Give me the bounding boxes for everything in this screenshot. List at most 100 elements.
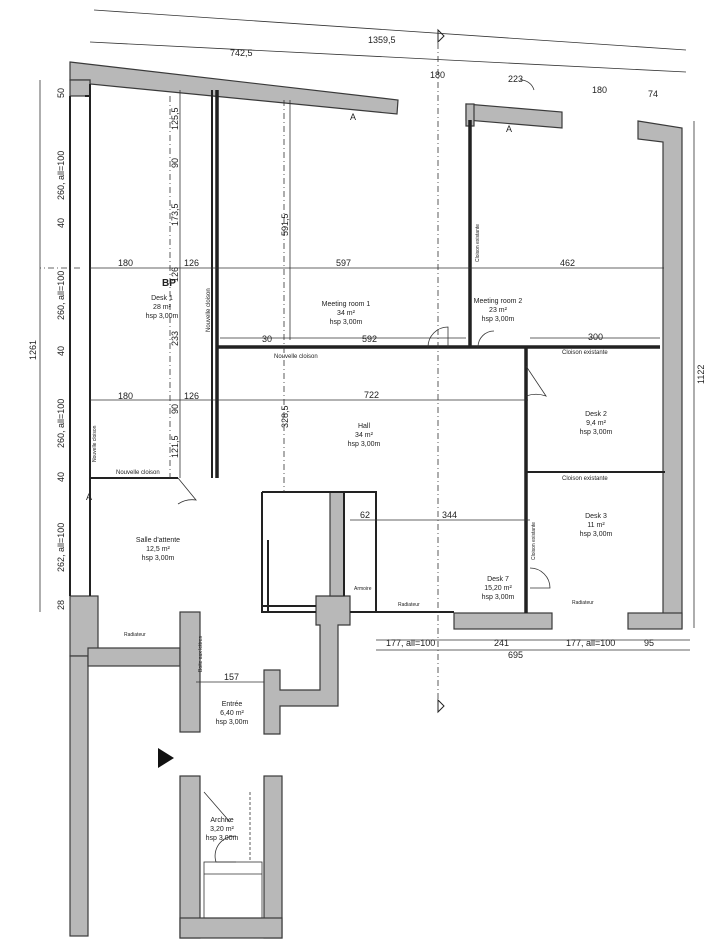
dim-left-40c: 40: [56, 472, 66, 482]
wall-top-left: [69, 61, 399, 115]
radiator-label: Radiateur: [572, 600, 594, 606]
room-name: Salle d'attente: [136, 537, 180, 544]
room-name: Entrée: [222, 701, 243, 708]
label-nouvelle-cloison-left: Nouvelle cloison: [92, 425, 98, 462]
axis-lines: [40, 30, 439, 712]
wall-top-middle: [465, 103, 563, 129]
fixture-labels: Radiateur Radiateur Radiateur Armoire Bo…: [124, 586, 594, 672]
north-arc: [519, 79, 535, 91]
axis-arrow-bottom-icon: [437, 698, 445, 714]
dim-h-180a: 180: [118, 258, 133, 268]
label-nouvelle-cloison-v: Nouvelle cloison: [206, 288, 212, 332]
room-desk-3: Desk 3 11 m² hsp 3,00m: [580, 513, 613, 538]
dim-top-180b: 180: [592, 85, 607, 95]
dim-h-180b: 180: [118, 391, 133, 401]
room-height: hsp 3,00m: [580, 429, 613, 436]
dim-top-74: 74: [648, 89, 658, 99]
room-height: hsp 3,00m: [348, 441, 381, 448]
dim-left-262: 262, all=100: [56, 523, 66, 572]
dim-left-260a: 260, all=100: [56, 151, 66, 200]
section-mark-a2: A: [506, 124, 512, 134]
wall-archive-left: [179, 775, 201, 939]
room-name: Desk 7: [487, 576, 509, 583]
dim-v-121-5: 121,5: [170, 435, 180, 458]
wall-left-lower: [69, 595, 99, 657]
room-area: 9,4 m²: [586, 420, 607, 427]
room-area: 15,20 m²: [484, 585, 512, 592]
armoire-label: Armoire: [354, 586, 372, 592]
room-area: 23 m²: [489, 307, 508, 314]
doors: [177, 326, 551, 919]
door-desk7: [529, 567, 551, 589]
room-name: Desk 2: [585, 411, 607, 418]
dim-left-260b: 260, all=100: [56, 271, 66, 320]
room-height: hsp 3,00m: [142, 555, 175, 562]
door-mr1: [427, 326, 449, 348]
dim-bottom-95: 95: [644, 638, 654, 648]
dim-h-300: 300: [588, 332, 603, 342]
dim-bottom-177b: 177, all=100: [566, 638, 615, 648]
room-salle-attente: Salle d'attente 12,5 m² hsp 3,00m: [136, 537, 180, 562]
room-area: 11 m²: [587, 522, 605, 529]
dim-top-180: 180: [430, 70, 445, 80]
room-name: Archive: [210, 817, 233, 824]
dim-h-62: 62: [360, 510, 370, 520]
room-archive: Archive 3,20 m² hsp 3,00m: [206, 817, 239, 842]
wall-left-corridor: [69, 655, 89, 937]
room-name: Meeting room 2: [474, 298, 523, 305]
label-nouvelle-cloison-h: Nouvelle cloison: [274, 354, 318, 360]
room-area: 28 m²: [153, 304, 172, 311]
door-desk2: [525, 365, 547, 397]
room-name: Desk 1: [151, 295, 173, 302]
section-mark-a1: A: [350, 112, 356, 122]
wall-bottom-right: [627, 612, 683, 630]
radiator-label: Radiateur: [124, 632, 146, 638]
radiator-label: Radiateur: [398, 602, 420, 608]
dim-bottom-241: 241: [494, 638, 509, 648]
wall-storage: [329, 491, 345, 597]
room-area: 6,40 m²: [220, 710, 244, 717]
room-name: Hall: [358, 423, 371, 430]
dim-h-344: 344: [442, 510, 457, 520]
partition-labels: Nouvelle cloison Nouvelle cloison Nouvel…: [92, 224, 608, 560]
dim-v-90a: 90: [170, 158, 180, 168]
room-height: hsp 3,00m: [146, 313, 179, 320]
room-area: 12,5 m²: [146, 546, 170, 553]
wall-bottom-mid: [453, 612, 553, 630]
dim-left-40a: 40: [56, 218, 66, 228]
dim-h-597: 597: [336, 258, 351, 268]
wall-right: [637, 120, 683, 629]
room-height: hsp 3,00m: [206, 835, 239, 842]
room-desk-2: Desk 2 9,4 m² hsp 3,00m: [580, 411, 613, 436]
dim-h-722: 722: [364, 390, 379, 400]
room-height: hsp 3,00m: [330, 319, 363, 326]
section-mark-a3: A: [86, 492, 92, 502]
dimension-lines: [39, 9, 695, 683]
room-name: Desk 3: [585, 513, 607, 520]
room-entree: Entrée 6,40 m² hsp 3,00m: [216, 701, 249, 726]
room-desk-7: Desk 7 15,20 m² hsp 3,00m: [482, 576, 515, 601]
room-name: Meeting room 1: [322, 301, 371, 308]
dim-left-50: 50: [56, 88, 66, 98]
label-cloison-existante-mr2: Cloison existante: [475, 224, 481, 262]
dim-v-125-5: 125,5: [170, 107, 180, 130]
dimension-labels: 1359,5 742,5 180 223 180 74 50 260, all=…: [28, 35, 706, 682]
dim-overall-top: 1359,5: [368, 35, 396, 45]
partitions: [69, 84, 665, 613]
room-hall: Hall 34 m² hsp 3,00m: [348, 423, 381, 448]
dim-overall-right: 1122: [696, 365, 706, 384]
room-height: hsp 3,00m: [482, 594, 515, 601]
dim-top-223: 223: [508, 74, 523, 84]
axis-arrow-top-icon: [437, 28, 445, 44]
dim-h-592: 592: [362, 334, 377, 344]
room-area: 34 m²: [355, 432, 374, 439]
room-meeting-1: Meeting room 1 34 m² hsp 3,00m: [322, 301, 371, 326]
wall-corridor-top: [87, 647, 181, 667]
wall-left-upper: [69, 79, 91, 97]
dim-v-90b: 90: [170, 404, 180, 414]
boite-label: Boite aux lettres: [198, 636, 204, 672]
label-cloison-existante-d2: Cloison existante: [562, 350, 608, 356]
dim-v-30: 30: [262, 334, 272, 344]
dim-h-462: 462: [560, 258, 575, 268]
